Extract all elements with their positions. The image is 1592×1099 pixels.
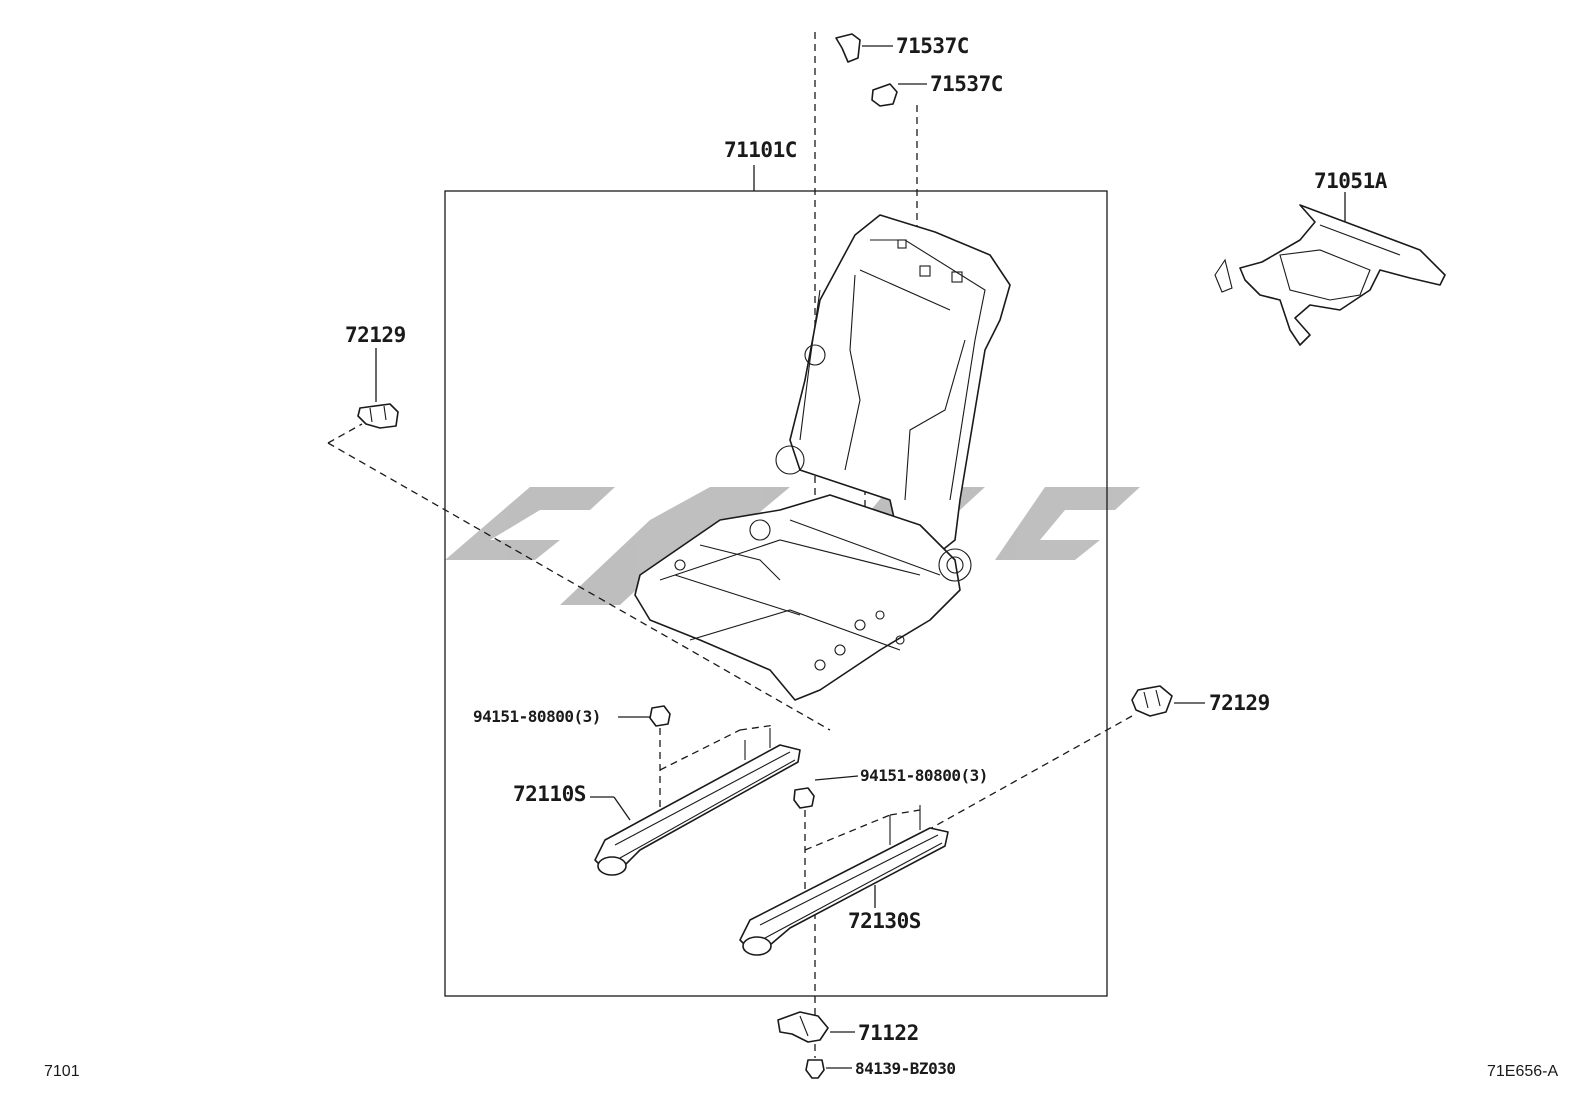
- callout-71537c-2: 71537C: [930, 72, 1003, 96]
- clip-right: 72129: [909, 685, 1270, 841]
- callout-nut-right: 94151-80800(3): [860, 766, 988, 785]
- headrest-support-1: 71537C: [835, 33, 969, 63]
- page-code-right: 71E656-A: [1487, 1063, 1558, 1080]
- seat-track-left: 72110S: [513, 728, 801, 876]
- seat-spring-assembly: 71051A: [1214, 169, 1446, 346]
- clip-bottom: 84139-BZ030: [805, 1044, 956, 1079]
- callout-72130s: 72130S: [848, 909, 921, 933]
- callout-71122: 71122: [858, 1021, 919, 1045]
- headrest-support-2: 71537C: [871, 72, 1003, 107]
- seat-track-right: 72130S: [739, 805, 949, 956]
- callout-nut-left: 94151-80800(3): [473, 707, 601, 726]
- callout-72110s: 72110S: [513, 782, 586, 806]
- callout-71537c-1: 71537C: [896, 34, 969, 58]
- assembly-frame-box: [444, 190, 1108, 997]
- nut-left: 94151-80800(3): [473, 705, 776, 820]
- callout-84139-bz030: 84139-BZ030: [855, 1059, 955, 1078]
- callout-72129-left: 72129: [345, 323, 406, 347]
- clip-left: 72129: [327, 323, 831, 731]
- page-code-left: 7101: [44, 1063, 80, 1080]
- seat-cushion-frame: [634, 494, 972, 701]
- nut-right: 94151-80800(3): [793, 766, 988, 900]
- frame-label: 71101C: [724, 138, 797, 162]
- callout-72129-right: 72129: [1209, 691, 1270, 715]
- callout-71051a: 71051A: [1314, 169, 1388, 193]
- bracket-bottom: 71122: [777, 1011, 919, 1045]
